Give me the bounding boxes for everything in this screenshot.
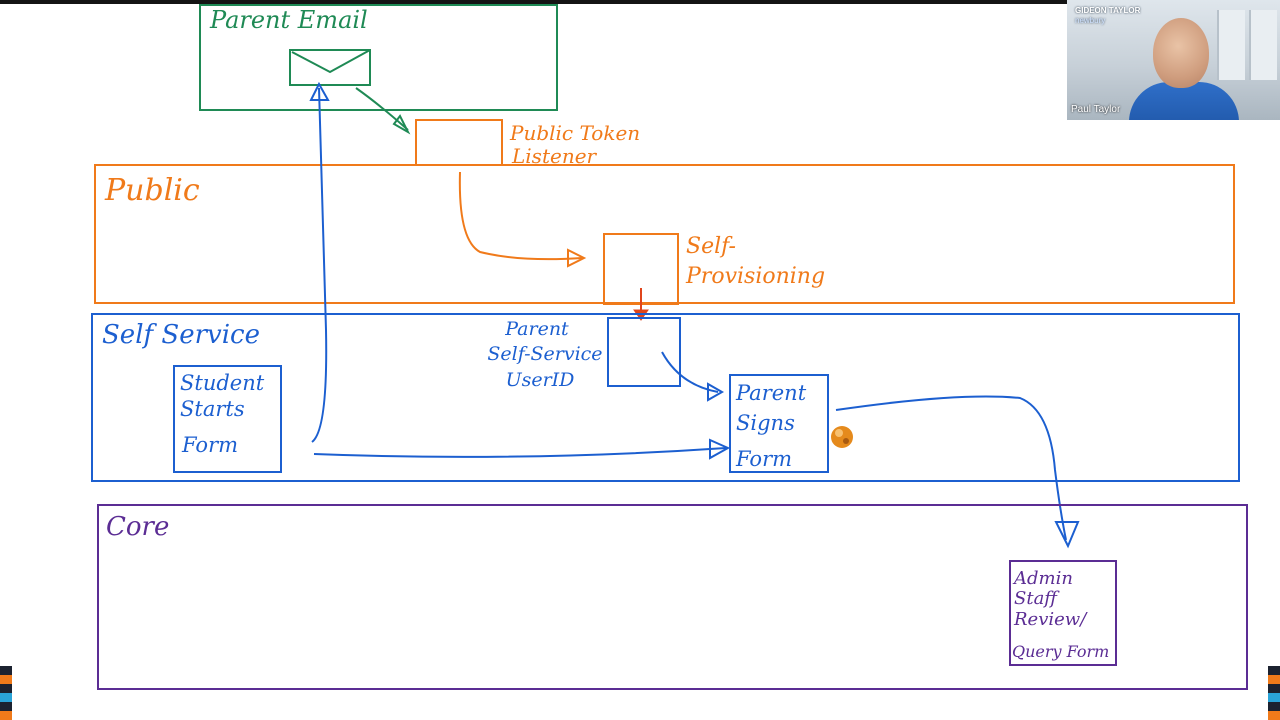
public-token-listener-label: Public Token Listener xyxy=(509,121,647,168)
parent-userid-box xyxy=(607,317,681,387)
parent-email-zone: Parent Email xyxy=(199,4,558,135)
student-starts-form-label: Student Starts Form xyxy=(180,371,271,457)
presenter-video[interactable]: GIDEON TAYLOR newbury Paul Taylor xyxy=(1067,0,1280,120)
public-zone: Public Public Token Listener Self- Provi… xyxy=(94,119,1235,321)
core-title: Core xyxy=(106,512,169,542)
parent-signs-form-label: Parent Signs Form xyxy=(735,381,813,471)
parent-signs-form-box xyxy=(729,374,829,473)
self-service-zone: Self Service Parent Self-Service UserID … xyxy=(91,81,1240,549)
self-service-title: Self Service xyxy=(102,320,260,350)
self-provisioning-label: Self- Provisioning xyxy=(685,234,825,289)
background-window xyxy=(1249,10,1277,80)
admin-review-label: Admin Staff Review/ Query Form xyxy=(1012,568,1109,661)
admin-review-box xyxy=(1009,560,1117,666)
company-logo: GIDEON TAYLOR newbury xyxy=(1075,6,1141,25)
student-starts-form-box xyxy=(173,365,282,473)
core-zone: Core Admin Staff Review/ Query Form xyxy=(97,504,1248,690)
public-token-listener-box xyxy=(415,119,503,166)
background-window xyxy=(1217,10,1245,80)
envelope-icon xyxy=(289,49,371,86)
presenter-head xyxy=(1153,18,1209,88)
public-title: Public xyxy=(104,173,200,208)
parent-userid-label: Parent Self-Service UserID xyxy=(487,318,608,391)
left-decor-stripe xyxy=(0,666,12,720)
pointer-ball-icon xyxy=(831,426,853,448)
presenter-name-label: Paul Taylor xyxy=(1071,104,1121,115)
parent-email-title: Parent Email xyxy=(209,6,368,34)
window-top-bar xyxy=(0,0,1280,4)
right-decor-stripe xyxy=(1268,666,1280,720)
presenter-body xyxy=(1129,82,1239,120)
